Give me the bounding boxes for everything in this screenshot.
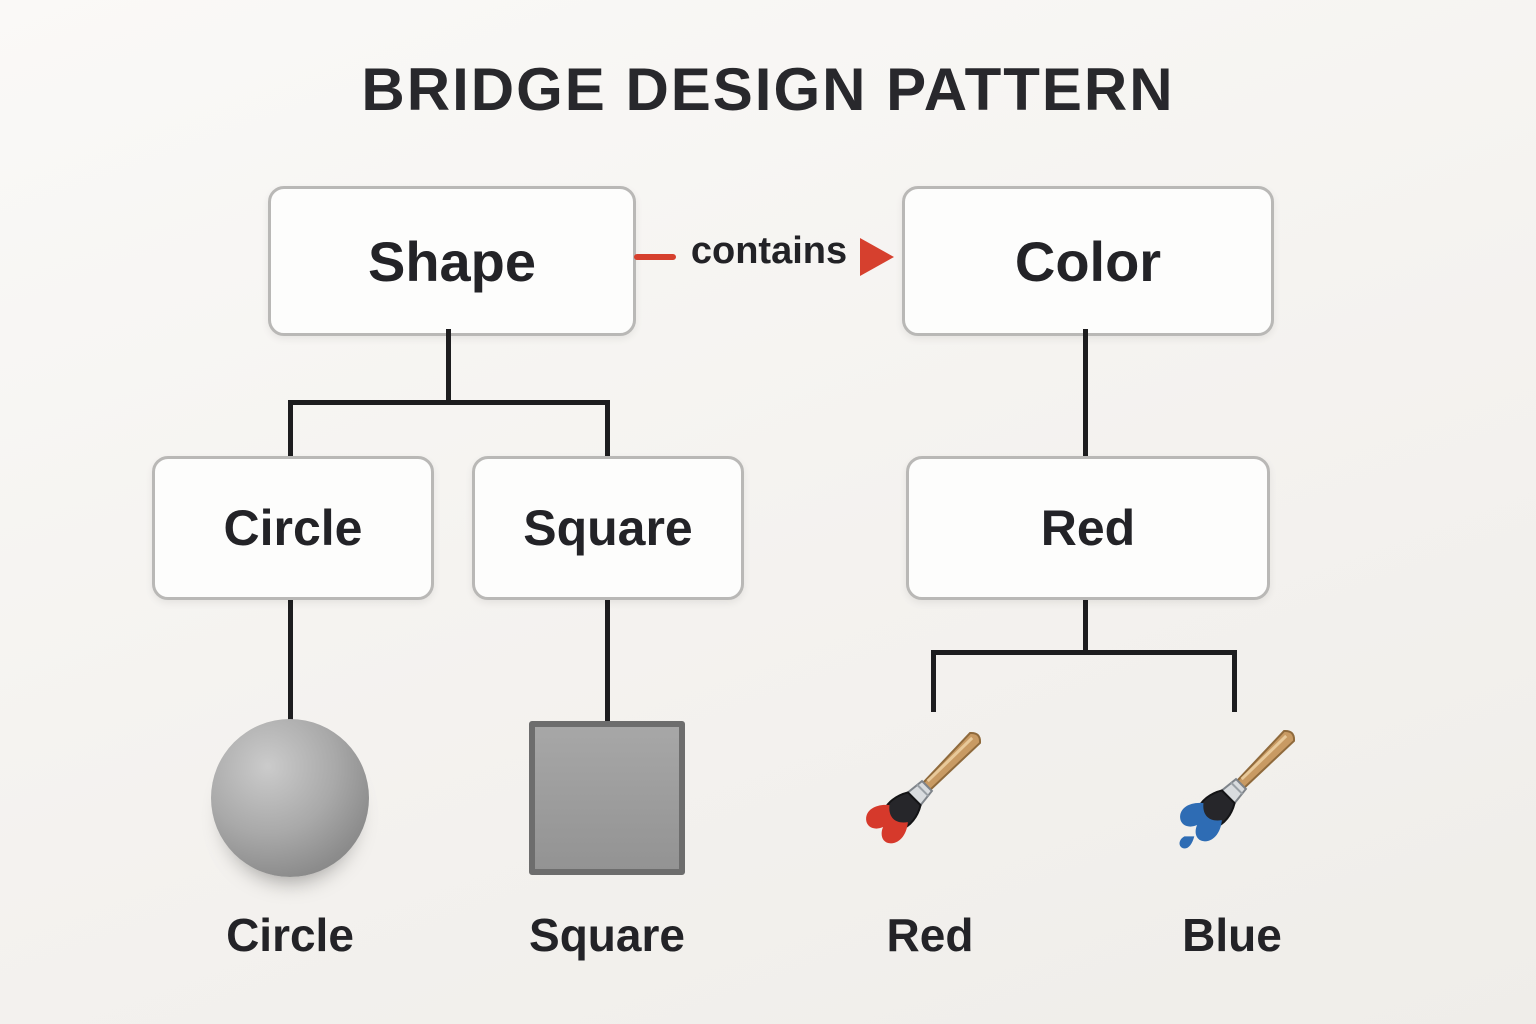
connector-red-stem [1083,593,1088,653]
connector-color-to-red [1083,329,1088,457]
connector-to-red-brush [931,650,936,712]
leaf-label-blue: Blue [1182,909,1282,961]
connector-circle-to-shape-icon [288,593,293,723]
paintbrush-red-icon [866,732,981,844]
connector-square-to-shape-icon [605,593,610,721]
node-red-label: Red [1040,500,1136,556]
node-color-label: Color [1014,229,1162,293]
node-circle-label: Circle [223,500,363,556]
connector-shape-branch-bar [288,400,610,405]
contains-label: contains [690,230,848,272]
connector-to-blue-brush [1232,650,1237,712]
leaf-label-square: Square [529,909,685,961]
connector-shape-stem [446,329,451,403]
node-shape: Shape [268,186,636,336]
leaf-label-red: Red [886,909,974,961]
node-circle: Circle [152,456,434,600]
connector-to-square-node [605,400,610,458]
arrow-right-icon [860,238,894,276]
node-square: Square [472,456,744,600]
contains-line [634,254,676,260]
node-red: Red [906,456,1270,600]
leaf-label-circle: Circle [226,909,354,961]
node-shape-label: Shape [367,229,537,293]
connector-to-circle-node [288,400,293,458]
diagram-title: BRIDGE DESIGN PATTERN [361,56,1175,123]
node-square-label: Square [523,500,693,556]
gray-sphere-icon [211,719,369,877]
node-color: Color [902,186,1274,336]
connector-red-branch-bar [931,650,1237,655]
paintbrush-blue-icon [1179,730,1295,849]
gray-square-icon [529,721,685,875]
